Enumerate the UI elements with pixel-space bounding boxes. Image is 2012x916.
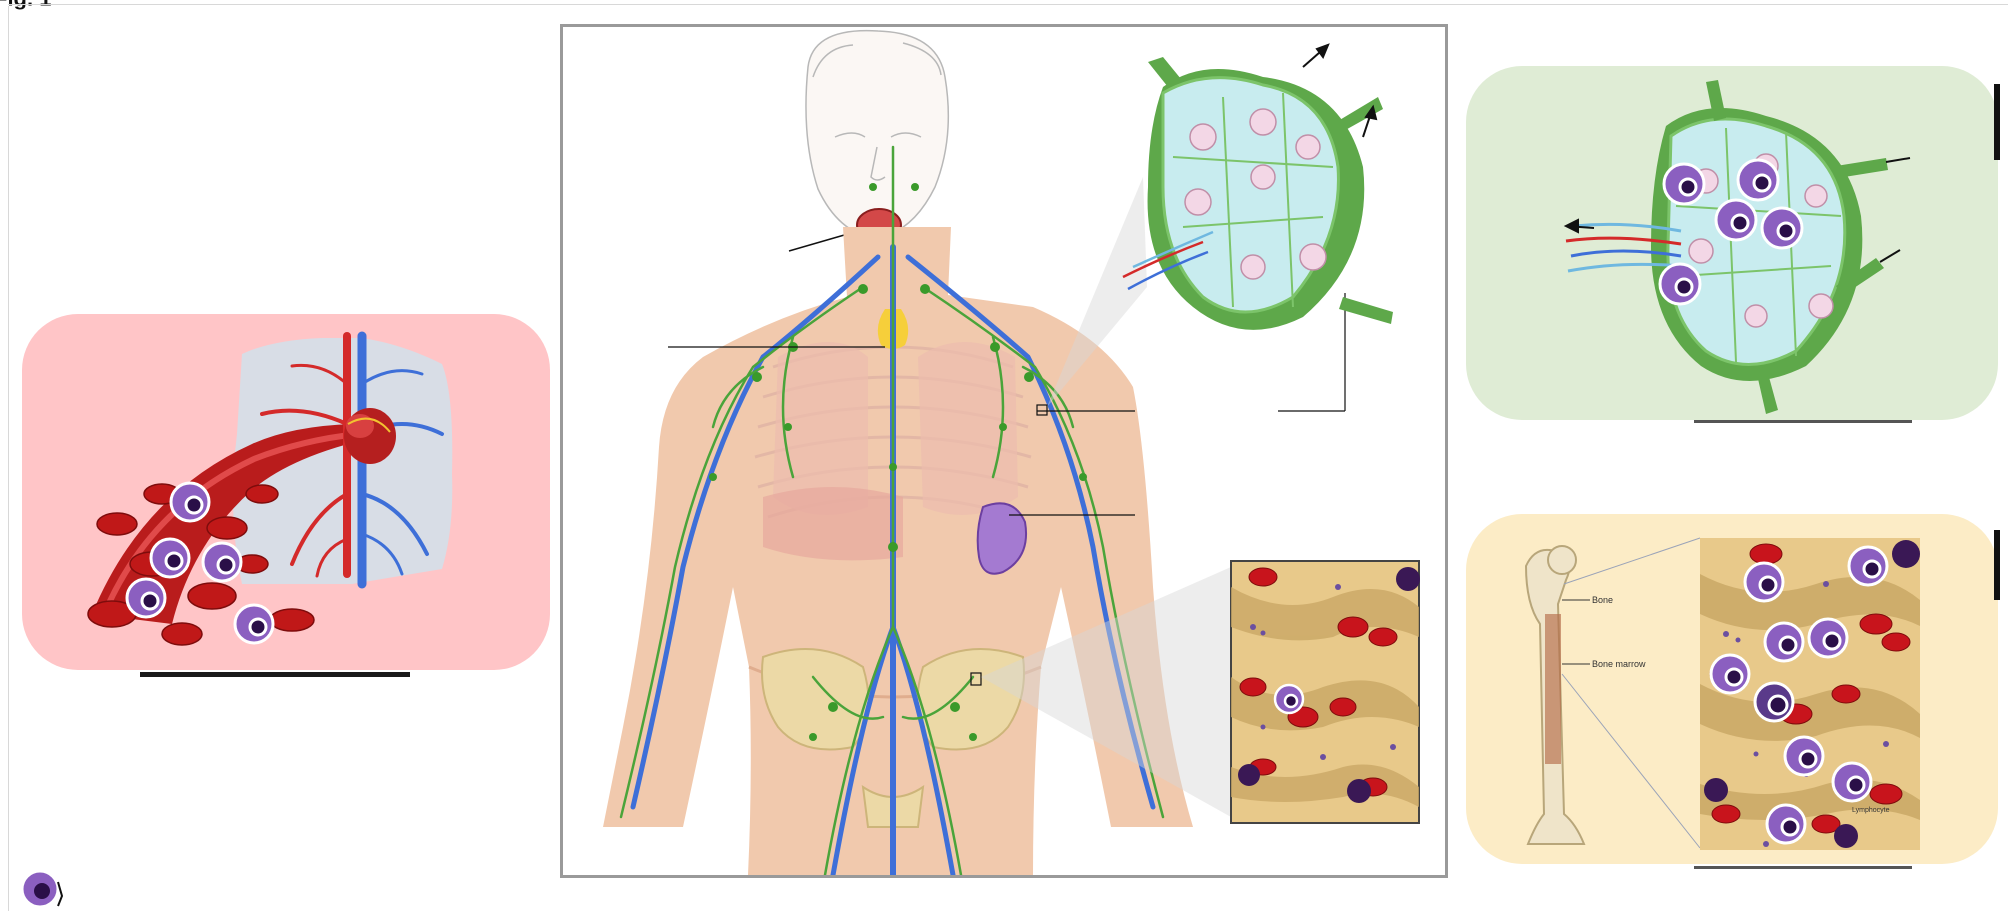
lymphocyte-cell-icon xyxy=(18,866,66,910)
lymph-node-panel xyxy=(1466,66,1998,420)
lymph-panel-underline xyxy=(1694,420,1912,423)
bone-marrow-panel: Bone Bone marrow xyxy=(1466,514,1998,864)
lymphocyte-legend-icon xyxy=(18,866,66,910)
marrow-panel-edge xyxy=(1994,530,2000,600)
heart-icon xyxy=(344,408,396,464)
femur-panel-art: Bone Bone marrow xyxy=(1466,514,1998,864)
lymph-node-icon xyxy=(1466,66,1998,420)
femur-bone-label: Bone xyxy=(1592,595,1613,605)
femur-marrow-label: Bone marrow xyxy=(1592,659,1646,669)
lymph-panel-edge xyxy=(1994,84,2000,160)
blood-panel-underline xyxy=(140,672,410,677)
blood-circulation-panel xyxy=(22,314,550,670)
outer-border-left xyxy=(8,6,9,911)
outer-border-top xyxy=(8,4,2008,5)
femur-icon: Bone Bone marrow xyxy=(1526,546,1646,844)
lymphatic-body-frame xyxy=(560,24,1448,878)
human-torso-icon xyxy=(563,27,1445,875)
heart-circulation-icon xyxy=(22,314,550,670)
marrow-panel-underline xyxy=(1694,866,1912,869)
bone-marrow-icon: Lymphocyte xyxy=(1700,538,1920,850)
lymph-node-inset xyxy=(1123,45,1393,330)
marrow-small-label: Lymphocyte xyxy=(1852,807,1890,814)
head-sketch xyxy=(806,31,948,239)
bone-marrow-icon xyxy=(1231,561,1420,823)
